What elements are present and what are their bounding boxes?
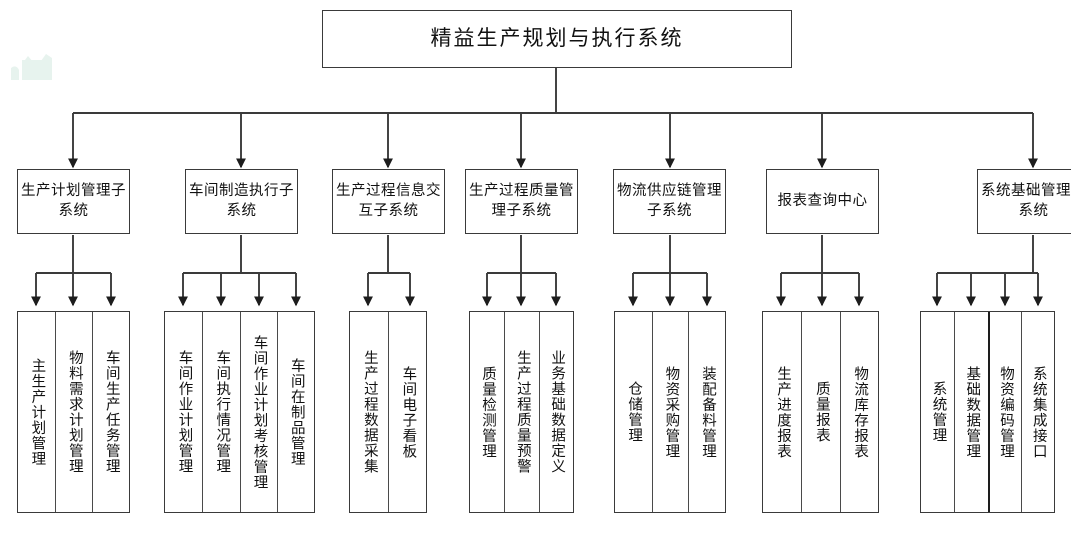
branch-node-label: 生产过程质量管理子系统 xyxy=(469,182,574,219)
leaf-node-label: 物流库存报表 xyxy=(852,365,869,459)
leaf-node-label: 生产过程质量预警 xyxy=(514,350,531,474)
leaf-node-label: 生产过程数据采集 xyxy=(361,350,378,474)
leaf-node[interactable]: 主生产计划管理 xyxy=(18,312,55,512)
branch-node-report-center[interactable]: 报表查询中心 xyxy=(766,169,879,234)
leaf-node-label: 基础数据管理 xyxy=(964,365,981,459)
leaf-node[interactable]: 系统集成接口 xyxy=(1020,312,1054,512)
leaf-node[interactable]: 车间作业计划考核管理 xyxy=(239,312,277,512)
leaf-node[interactable]: 基础数据管理 xyxy=(954,312,987,512)
branch-node-label: 物流供应链管理子系统 xyxy=(617,182,722,219)
leaf-node[interactable]: 生产过程质量预警 xyxy=(504,312,538,512)
leaf-node-label: 车间作业计划考核管理 xyxy=(251,334,268,490)
leaf-node[interactable]: 车间生产任务管理 xyxy=(91,312,129,512)
leaf-node-label: 业务基础数据定义 xyxy=(549,350,566,474)
leaf-node[interactable]: 业务基础数据定义 xyxy=(538,312,573,512)
leaf-group-report-center: 生产进度报表 质量报表 物流库存报表 xyxy=(762,311,879,513)
branch-node-label: 报表查询中心 xyxy=(777,192,868,209)
watermark-graphic xyxy=(11,54,52,80)
leaf-group-process-info: 生产过程数据采集 车间电子看板 xyxy=(349,311,427,513)
leaf-node-label: 物资编码管理 xyxy=(997,365,1014,459)
leaf-node-label: 仓储管理 xyxy=(626,381,643,443)
branch-node-label: 车间制造执行子系统 xyxy=(189,182,294,219)
branch-node-label: 生产过程信息交互子系统 xyxy=(336,182,441,219)
leaf-node-label: 物资采购管理 xyxy=(663,365,680,459)
branch-node-workshop-mes[interactable]: 车间制造执行子系统 xyxy=(185,169,298,234)
leaf-node-label: 系统管理 xyxy=(930,381,947,443)
leaf-node[interactable]: 系统管理 xyxy=(921,312,954,512)
leaf-group-logistics-scm: 仓储管理 物资采购管理 装配备料管理 xyxy=(614,311,726,513)
branch-node-production-plan[interactable]: 生产计划管理子系统 xyxy=(17,169,130,234)
branch-node-process-quality[interactable]: 生产过程质量管理子系统 xyxy=(465,169,578,234)
leaf-node[interactable]: 生产过程数据采集 xyxy=(350,312,388,512)
leaf-node[interactable]: 物资采购管理 xyxy=(651,312,689,512)
root-node-label: 精益生产规划与执行系统 xyxy=(430,26,684,51)
leaf-node[interactable]: 物资编码管理 xyxy=(987,312,1021,512)
leaf-node[interactable]: 装配备料管理 xyxy=(688,312,725,512)
leaf-node-label: 主生产计划管理 xyxy=(29,357,46,467)
leaf-node[interactable]: 车间电子看板 xyxy=(388,312,426,512)
branch-node-system-base[interactable]: 系统基础管理子系统 xyxy=(977,169,1071,234)
leaf-node[interactable]: 仓储管理 xyxy=(615,312,652,512)
leaf-node-label: 车间生产任务管理 xyxy=(103,350,120,474)
leaf-node-label: 质量检测管理 xyxy=(480,365,496,459)
leaf-node[interactable]: 物料需求计划管理 xyxy=(54,312,92,512)
leaf-node-label: 车间电子看板 xyxy=(400,365,417,459)
branch-node-label: 系统基础管理子系统 xyxy=(981,182,1071,219)
leaf-node[interactable]: 车间作业计划管理 xyxy=(165,312,202,512)
branch-node-process-info[interactable]: 生产过程信息交互子系统 xyxy=(332,169,445,234)
leaf-group-production-plan: 主生产计划管理 物料需求计划管理 车间生产任务管理 xyxy=(17,311,130,513)
branch-node-logistics-scm[interactable]: 物流供应链管理子系统 xyxy=(613,169,726,234)
leaf-node-label: 装配备料管理 xyxy=(699,365,716,459)
branch-node-label: 生产计划管理子系统 xyxy=(21,182,126,219)
leaf-node[interactable]: 生产进度报表 xyxy=(763,312,801,512)
leaf-node-label: 车间在制品管理 xyxy=(288,357,305,467)
leaf-node-label: 车间执行情况管理 xyxy=(214,350,231,474)
leaf-node[interactable]: 车间执行情况管理 xyxy=(202,312,239,512)
leaf-node-label: 质量报表 xyxy=(813,381,830,443)
leaf-group-process-quality: 质量检测管理 生产过程质量预警 业务基础数据定义 xyxy=(469,311,574,513)
leaf-node-label: 物料需求计划管理 xyxy=(66,350,83,474)
leaf-group-workshop-mes: 车间作业计划管理 车间执行情况管理 车间作业计划考核管理 车间在制品管理 xyxy=(164,311,315,513)
root-node[interactable]: 精益生产规划与执行系统 xyxy=(322,10,792,68)
leaf-node-label: 生产进度报表 xyxy=(775,365,791,459)
leaf-node[interactable]: 车间在制品管理 xyxy=(276,312,314,512)
leaf-node[interactable]: 质量报表 xyxy=(801,312,839,512)
leaf-node-label: 系统集成接口 xyxy=(1030,365,1047,459)
leaf-group-system-base: 系统管理 基础数据管理 物资编码管理 系统集成接口 xyxy=(920,311,1055,513)
leaf-node-label: 车间作业计划管理 xyxy=(176,350,193,474)
leaf-node[interactable]: 质量检测管理 xyxy=(470,312,504,512)
leaf-node[interactable]: 物流库存报表 xyxy=(839,312,878,512)
